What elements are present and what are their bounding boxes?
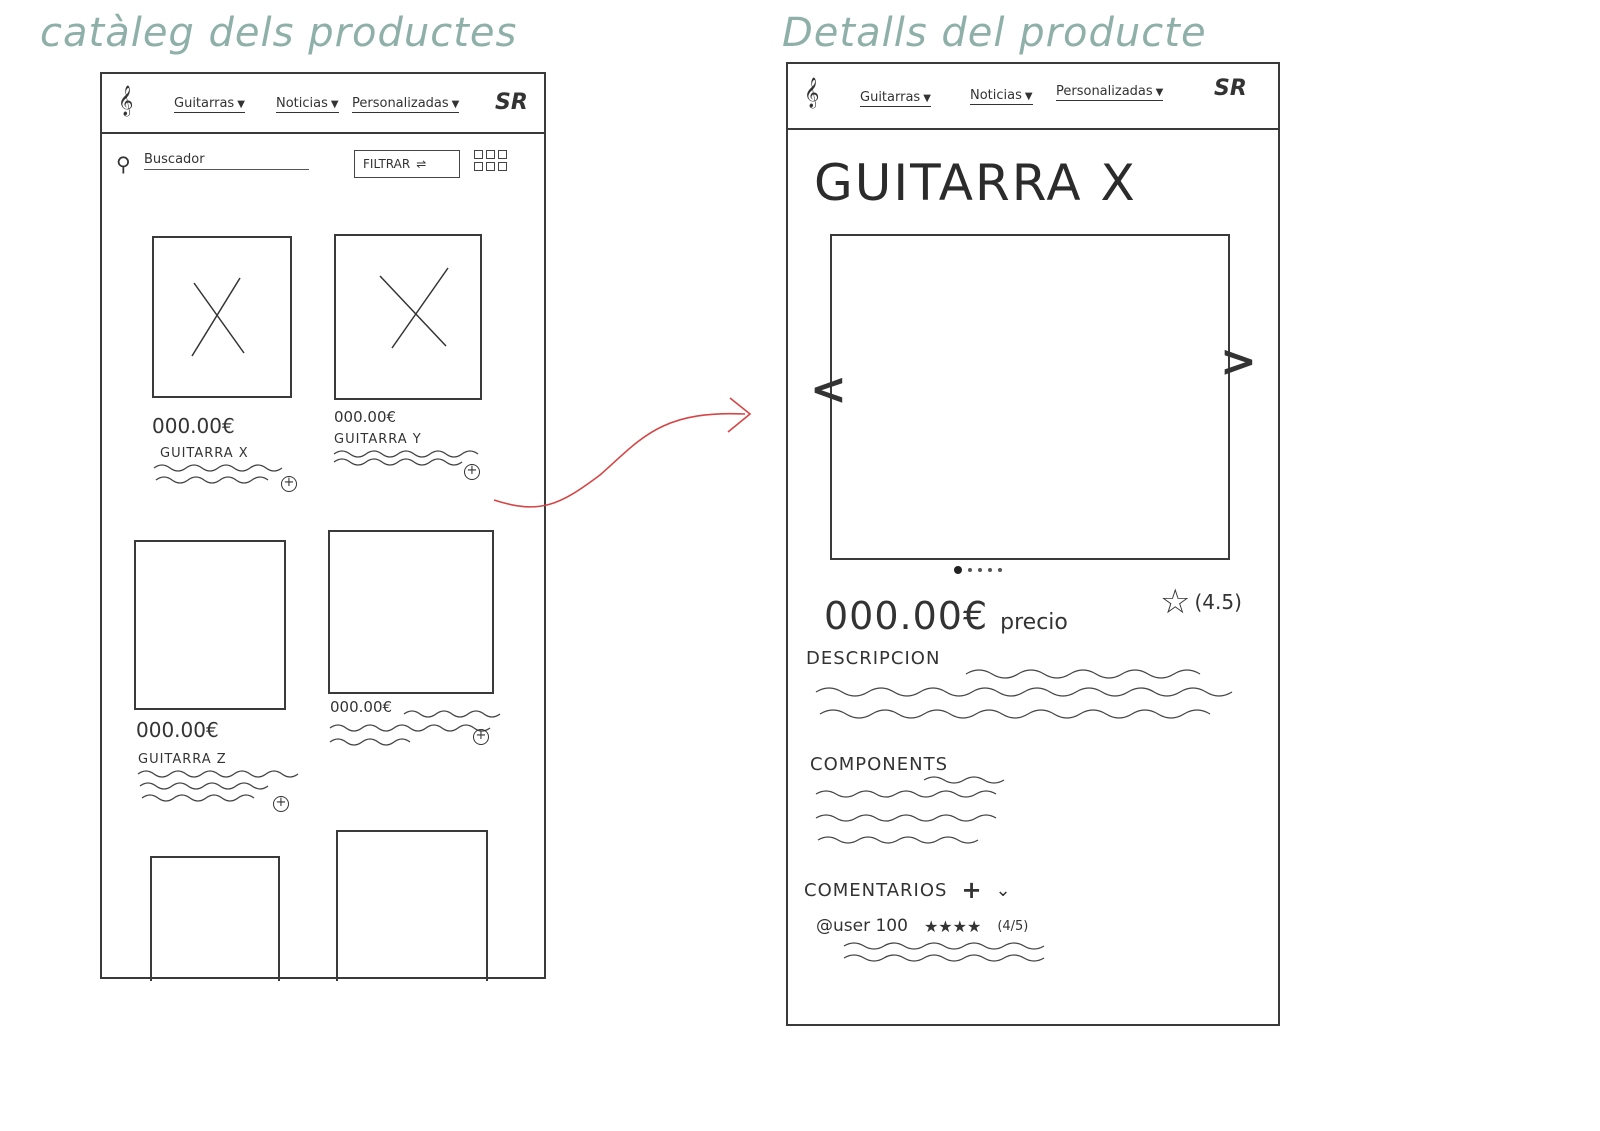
product-image-2[interactable] xyxy=(334,234,482,400)
price-row: 000.00€ precio xyxy=(824,594,1068,638)
product-price-3: 000.00€ xyxy=(136,718,219,742)
comment-item: @user 100 ★★★★ (4/5) xyxy=(816,916,1028,936)
nav-noticias[interactable]: Noticias▼ xyxy=(276,96,339,113)
components-heading: COMPONENTS xyxy=(810,754,949,775)
carousel-prev-icon[interactable]: < xyxy=(810,364,847,415)
nav-noticias[interactable]: Noticias▼ xyxy=(970,88,1033,105)
nav-guitarras[interactable]: Guitarras▼ xyxy=(174,96,245,113)
catalog-navbar: 𝄞 Guitarras▼ Noticias▼ Personalizadas▼ S… xyxy=(102,74,544,134)
product-name-3: GUITARRA Z xyxy=(138,752,227,767)
add-to-cart-button-1[interactable]: + xyxy=(281,476,297,492)
star-icon: ☆ xyxy=(1160,582,1191,622)
chevron-down-icon: ▼ xyxy=(237,99,245,110)
nav-personalizadas[interactable]: Personalizadas▼ xyxy=(352,96,460,113)
product-image-1[interactable] xyxy=(152,236,292,398)
chevron-down-icon: ▼ xyxy=(923,93,931,104)
add-to-cart-button-4[interactable]: + xyxy=(473,729,489,745)
product-image-5[interactable] xyxy=(150,856,280,981)
detail-navbar: 𝄞 Guitarras▼ Noticias▼ Personalizadas▼ S… xyxy=(788,64,1278,130)
product-name-1: GUITARRA X xyxy=(160,446,249,461)
product-title: GUITARRA X xyxy=(814,154,1137,212)
brand-logo[interactable]: SR xyxy=(495,90,528,115)
catalog-frame: 𝄞 Guitarras▼ Noticias▼ Personalizadas▼ S… xyxy=(100,72,546,981)
product-image-4[interactable] xyxy=(328,530,494,694)
search-icon: ⚲ xyxy=(116,152,131,176)
product-price-1: 000.00€ xyxy=(152,414,235,438)
chevron-down-icon: ▼ xyxy=(1155,87,1164,98)
filter-button[interactable]: FILTRAR ⇌ xyxy=(354,150,460,178)
product-desc-squiggle-1 xyxy=(153,464,283,484)
detail-sheet-title: Detalls del producte xyxy=(782,10,1207,56)
treble-clef-logo-icon[interactable]: 𝄞 xyxy=(118,86,134,116)
chevron-down-icon: ▼ xyxy=(451,99,460,110)
product-image-3[interactable] xyxy=(134,540,286,710)
price-label: precio xyxy=(1000,610,1068,635)
description-heading: DESCRIPCION xyxy=(806,648,941,669)
chevron-down-icon: ▼ xyxy=(330,99,339,110)
carousel-next-icon[interactable]: > xyxy=(1220,336,1257,387)
add-comment-icon[interactable]: + xyxy=(961,876,982,904)
product-name-2: GUITARRA Y xyxy=(334,432,422,447)
detail-frame: 𝄞 Guitarras▼ Noticias▼ Personalizadas▼ S… xyxy=(786,62,1280,1026)
product-desc-squiggle-2 xyxy=(333,450,479,466)
grid-view-icon[interactable] xyxy=(474,150,507,171)
add-to-cart-button-2[interactable]: + xyxy=(464,464,480,480)
comment-stars: ★★★★ xyxy=(923,916,982,936)
description-text-squiggle xyxy=(815,669,1233,719)
catalog-sheet-title: catàleg dels productes xyxy=(40,10,518,56)
comment-rating: (4/5) xyxy=(997,918,1029,934)
product-carousel[interactable] xyxy=(830,234,1230,560)
comment-user: @user 100 xyxy=(816,916,908,936)
comment-text-squiggle xyxy=(843,942,1045,962)
comments-header: COMENTARIOS + ⌄ xyxy=(804,876,1011,904)
nav-guitarras[interactable]: Guitarras▼ xyxy=(860,90,931,107)
product-desc-squiggle-4 xyxy=(329,710,501,746)
product-price: 000.00€ xyxy=(824,594,989,638)
brand-logo[interactable]: SR xyxy=(1214,76,1247,101)
placeholder-x-icon xyxy=(379,267,449,349)
add-to-cart-button-3[interactable]: + xyxy=(273,796,289,812)
product-price-4: 000.00€ xyxy=(330,698,393,716)
product-image-6[interactable] xyxy=(336,830,488,981)
rating: ☆ (4.5) xyxy=(1160,582,1242,622)
components-text-squiggle xyxy=(815,776,1005,844)
product-desc-squiggle-3 xyxy=(137,770,299,802)
treble-clef-logo-icon[interactable]: 𝄞 xyxy=(804,78,820,108)
chevron-down-icon[interactable]: ⌄ xyxy=(995,879,1011,901)
sliders-icon: ⇌ xyxy=(416,157,427,171)
product-price-2: 000.00€ xyxy=(334,408,397,426)
search-input[interactable]: Buscador xyxy=(144,152,309,170)
placeholder-x-icon xyxy=(191,277,245,357)
nav-personalizadas[interactable]: Personalizadas▼ xyxy=(1056,84,1164,101)
chevron-down-icon: ▼ xyxy=(1024,91,1033,102)
carousel-dots[interactable] xyxy=(954,566,1002,574)
